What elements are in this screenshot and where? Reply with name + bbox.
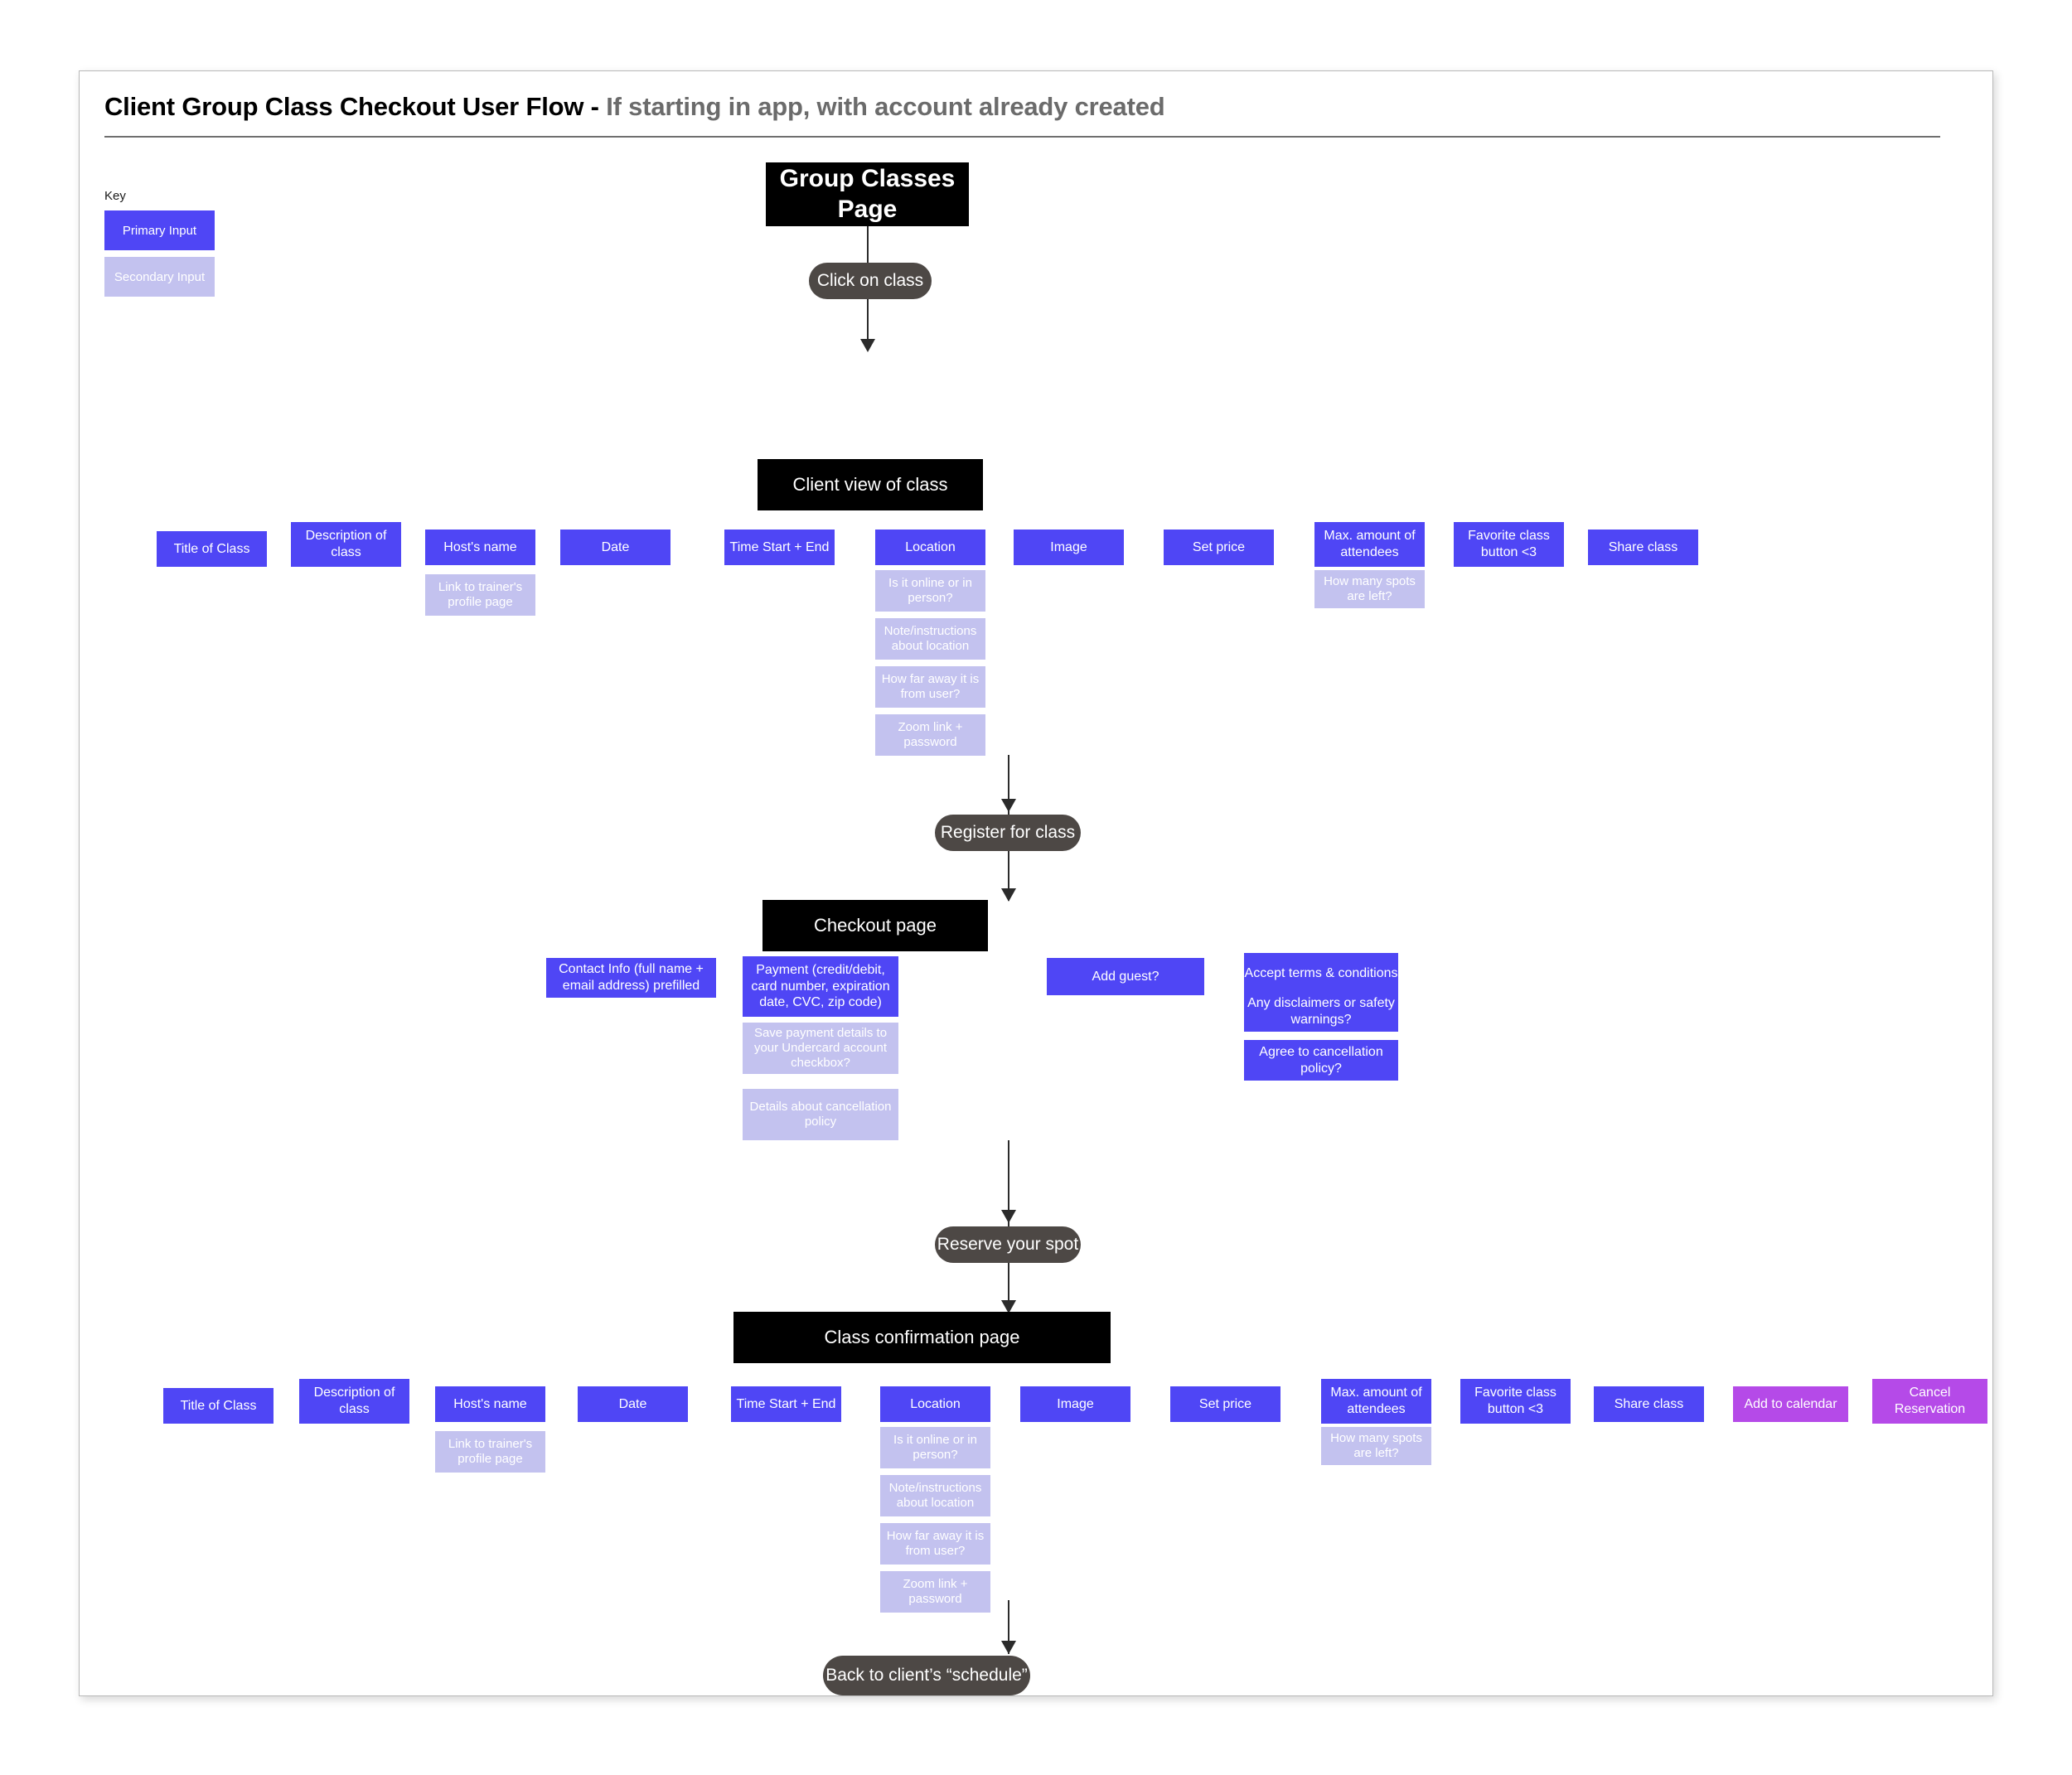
attr-location-online-or-in-person[interactable]: Is it online or in person? <box>875 570 985 612</box>
confirm-attr-date[interactable]: Date <box>578 1386 688 1422</box>
attr-set-price[interactable]: Set price <box>1164 530 1274 565</box>
page-title-main: Client Group Class Checkout User Flow - <box>104 92 607 121</box>
attr-time-start-end[interactable]: Time Start + End <box>724 530 835 565</box>
attr-date[interactable]: Date <box>560 530 670 565</box>
attr-title-of-class[interactable]: Title of Class <box>157 531 267 567</box>
confirm-attr-title-of-class[interactable]: Title of Class <box>163 1388 274 1424</box>
node-client-view-of-class[interactable]: Client view of class <box>758 459 983 510</box>
key-primary-input-swatch: Primary Input <box>104 210 215 250</box>
attr-accept-terms[interactable]: Accept terms & conditions <box>1244 953 1398 994</box>
connector-start-to-click <box>867 226 869 263</box>
confirm-attr-location-notes[interactable]: Note/instructions about location <box>880 1475 990 1516</box>
node-checkout-page[interactable]: Checkout page <box>762 900 988 951</box>
confirm-attr-location-online-or-in-person[interactable]: Is it online or in person? <box>880 1427 990 1468</box>
attr-max-attendees[interactable]: Max. amount of attendees <box>1314 522 1425 567</box>
confirm-attr-description-of-class[interactable]: Description of class <box>299 1379 409 1424</box>
confirm-attr-add-to-calendar[interactable]: Add to calendar <box>1733 1386 1848 1422</box>
attr-location-distance[interactable]: How far away it is from user? <box>875 666 985 708</box>
attr-location[interactable]: Location <box>875 530 985 565</box>
attr-hosts-name[interactable]: Host's name <box>425 530 535 565</box>
confirm-attr-set-price[interactable]: Set price <box>1170 1386 1280 1422</box>
attr-payment[interactable]: Payment (credit/debit, card number, expi… <box>743 956 898 1017</box>
attr-add-guest[interactable]: Add guest? <box>1047 958 1204 995</box>
node-register-for-class[interactable]: Register for class <box>935 815 1081 851</box>
page-title-subtitle: If starting in app, with account already… <box>606 92 1165 121</box>
attr-favorite-class-button[interactable]: Favorite class button <3 <box>1454 522 1564 567</box>
attr-agree-cancellation-policy[interactable]: Agree to cancellation policy? <box>1244 1040 1398 1081</box>
confirm-attr-time-start-end[interactable]: Time Start + End <box>731 1386 841 1422</box>
node-back-to-client-schedule[interactable]: Back to client’s “schedule” <box>823 1656 1030 1695</box>
attr-cancellation-policy-details[interactable]: Details about cancellation policy <box>743 1089 898 1140</box>
confirm-attr-location[interactable]: Location <box>880 1386 990 1422</box>
confirm-attr-location-zoom-link[interactable]: Zoom link + password <box>880 1571 990 1613</box>
confirm-attr-spots-left[interactable]: How many spots are left? <box>1321 1427 1431 1465</box>
confirm-attr-share-class[interactable]: Share class <box>1594 1386 1704 1422</box>
attr-contact-info[interactable]: Contact Info (full name + email address)… <box>546 958 716 998</box>
diagram-card: Client Group Class Checkout User Flow - … <box>79 70 1993 1696</box>
key-secondary-input-swatch: Secondary Input <box>104 257 215 297</box>
arrow-clientview-to-register <box>1001 799 1016 812</box>
arrow-confirmation-to-back <box>1001 1641 1016 1654</box>
confirm-attr-link-to-trainer-profile[interactable]: Link to trainer's profile page <box>435 1431 545 1473</box>
connector-reserve-to-confirmation <box>1008 1263 1009 1313</box>
node-class-confirmation-page[interactable]: Class confirmation page <box>733 1312 1111 1363</box>
arrow-register-to-checkout <box>1001 888 1016 902</box>
attr-location-notes[interactable]: Note/instructions about location <box>875 618 985 660</box>
arrow-click-to-clientview <box>860 339 875 352</box>
title-divider <box>104 136 1940 138</box>
confirm-attr-location-distance[interactable]: How far away it is from user? <box>880 1523 990 1565</box>
confirm-attr-cancel-reservation[interactable]: Cancel Reservation <box>1872 1379 1987 1424</box>
connector-clientview-to-register <box>1008 755 1009 815</box>
connector-register-to-checkout <box>1008 851 1009 901</box>
confirm-attr-favorite-class-button[interactable]: Favorite class button <3 <box>1460 1379 1571 1424</box>
attr-spots-left[interactable]: How many spots are left? <box>1314 570 1425 608</box>
attr-description-of-class[interactable]: Description of class <box>291 522 401 567</box>
node-group-classes-page[interactable]: Group Classes Page <box>766 162 969 226</box>
confirm-attr-image[interactable]: Image <box>1020 1386 1130 1422</box>
arrow-checkout-to-reserve <box>1001 1210 1016 1223</box>
attr-disclaimers-safety-warnings[interactable]: Any disclaimers or safety warnings? <box>1244 991 1398 1032</box>
attr-link-to-trainer-profile[interactable]: Link to trainer's profile page <box>425 574 535 616</box>
node-reserve-your-spot[interactable]: Reserve your spot <box>935 1226 1081 1263</box>
connector-checkout-to-reserve <box>1008 1140 1009 1227</box>
attr-share-class[interactable]: Share class <box>1588 530 1698 565</box>
key-heading: Key <box>104 189 126 203</box>
connector-confirmation-to-back <box>1008 1600 1009 1654</box>
page-title: Client Group Class Checkout User Flow - … <box>104 92 1165 122</box>
attr-save-payment-details[interactable]: Save payment details to your Undercard a… <box>743 1023 898 1074</box>
confirm-attr-hosts-name[interactable]: Host's name <box>435 1386 545 1422</box>
node-click-on-class[interactable]: Click on class <box>809 263 932 299</box>
arrow-reserve-to-confirmation <box>1001 1300 1016 1313</box>
confirm-attr-max-attendees[interactable]: Max. amount of attendees <box>1321 1379 1431 1424</box>
connector-click-to-clientview <box>867 299 869 345</box>
attr-image[interactable]: Image <box>1014 530 1124 565</box>
attr-location-zoom-link[interactable]: Zoom link + password <box>875 714 985 756</box>
